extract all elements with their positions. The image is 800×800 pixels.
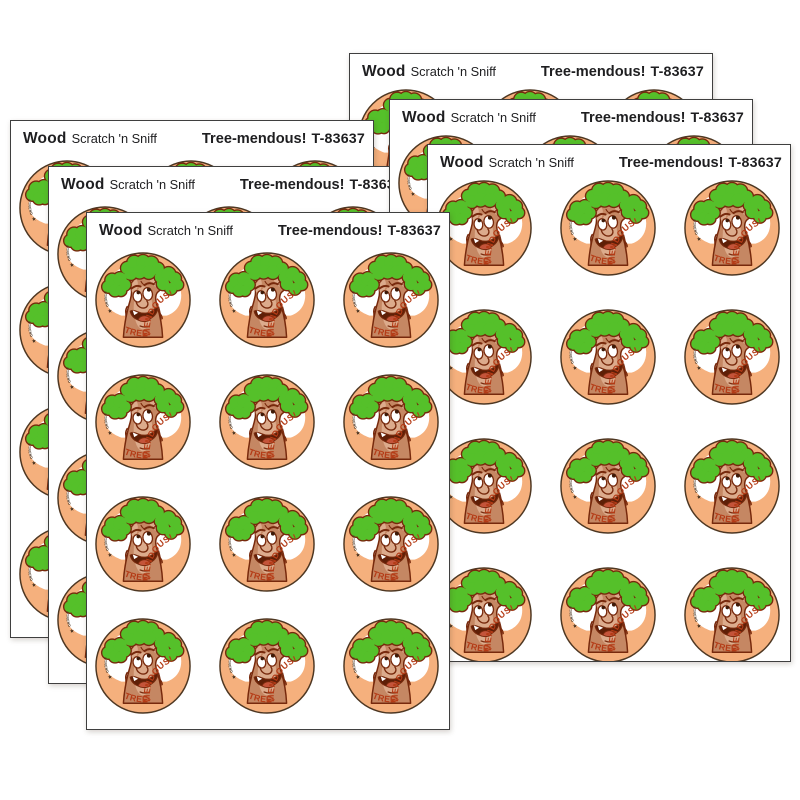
series-name: Scratch 'n Sniff — [410, 64, 496, 79]
tree-character-icon — [94, 495, 192, 593]
sticker — [559, 308, 657, 406]
series-name: Scratch 'n Sniff — [71, 131, 157, 146]
tree-character-icon — [218, 373, 316, 471]
product-name: Tree-mendous! — [239, 177, 345, 193]
sticker — [683, 308, 781, 406]
product-name: Tree-mendous! — [277, 223, 383, 239]
tree-character-icon — [683, 308, 781, 406]
tree-character-icon — [559, 308, 657, 406]
tree-character-icon — [683, 437, 781, 535]
tree-character-icon — [559, 179, 657, 277]
sticker-grid — [94, 251, 440, 715]
product-sku: T-83637 — [650, 64, 704, 80]
sheet-header: Wood Scratch 'n Sniff Tree-mendous! T-83… — [23, 130, 365, 148]
series-name: Scratch 'n Sniff — [147, 223, 233, 238]
product-sku: T-83637 — [311, 131, 365, 147]
sticker — [559, 566, 657, 661]
product-name: Tree-mendous! — [580, 110, 686, 126]
product-name: Tree-mendous! — [618, 155, 724, 171]
sticker — [218, 373, 316, 471]
brand-name: Wood — [61, 176, 105, 193]
sheet-header: Wood Scratch 'n Sniff Tree-mendous! T-83… — [440, 154, 782, 172]
series-name: Scratch 'n Sniff — [109, 177, 195, 192]
brand-name: Wood — [402, 109, 446, 126]
sticker — [559, 437, 657, 535]
tree-character-icon — [94, 617, 192, 715]
sheet-right-front: Wood Scratch 'n Sniff Tree-mendous! T-83… — [427, 144, 791, 662]
sticker — [94, 617, 192, 715]
sticker — [683, 566, 781, 661]
product-name: Tree-mendous! — [540, 64, 646, 80]
sticker — [94, 373, 192, 471]
tree-character-icon — [559, 566, 657, 661]
sticker — [342, 251, 440, 349]
tree-character-icon — [342, 251, 440, 349]
sticker — [683, 179, 781, 277]
tree-character-icon — [342, 495, 440, 593]
sticker — [218, 251, 316, 349]
sticker — [218, 617, 316, 715]
sticker — [94, 495, 192, 593]
sheet-header: Wood Scratch 'n Sniff Tree-mendous! T-83… — [61, 176, 403, 194]
tree-character-icon — [683, 179, 781, 277]
brand-name: Wood — [99, 222, 143, 239]
tree-character-icon — [218, 495, 316, 593]
sticker — [559, 179, 657, 277]
sticker — [342, 617, 440, 715]
series-name: Scratch 'n Sniff — [450, 110, 536, 125]
sticker — [342, 373, 440, 471]
sheet-header: Wood Scratch 'n Sniff Tree-mendous! T-83… — [362, 63, 704, 81]
product-sku: T-83637 — [690, 110, 744, 126]
tree-character-icon — [218, 617, 316, 715]
sheet-header: Wood Scratch 'n Sniff Tree-mendous! T-83… — [402, 109, 744, 127]
tree-character-icon — [218, 251, 316, 349]
product-name: Tree-mendous! — [201, 131, 307, 147]
tree-character-icon — [683, 566, 781, 661]
brand-name: Wood — [23, 130, 67, 147]
product-sku: T-83637 — [728, 155, 782, 171]
tree-character-icon — [559, 437, 657, 535]
tree-character-icon — [342, 373, 440, 471]
sticker — [218, 495, 316, 593]
tree-character-icon — [342, 617, 440, 715]
sheet-left-front: Wood Scratch 'n Sniff Tree-mendous! T-83… — [86, 212, 450, 730]
sheet-header: Wood Scratch 'n Sniff Tree-mendous! T-83… — [99, 222, 441, 240]
brand-name: Wood — [362, 63, 406, 80]
sticker — [683, 437, 781, 535]
sticker-grid — [435, 179, 781, 661]
sticker — [94, 251, 192, 349]
tree-character-icon — [94, 373, 192, 471]
sticker — [342, 495, 440, 593]
product-sku: T-83637 — [387, 223, 441, 239]
tree-character-icon — [94, 251, 192, 349]
brand-name: Wood — [440, 154, 484, 171]
series-name: Scratch 'n Sniff — [488, 155, 574, 170]
